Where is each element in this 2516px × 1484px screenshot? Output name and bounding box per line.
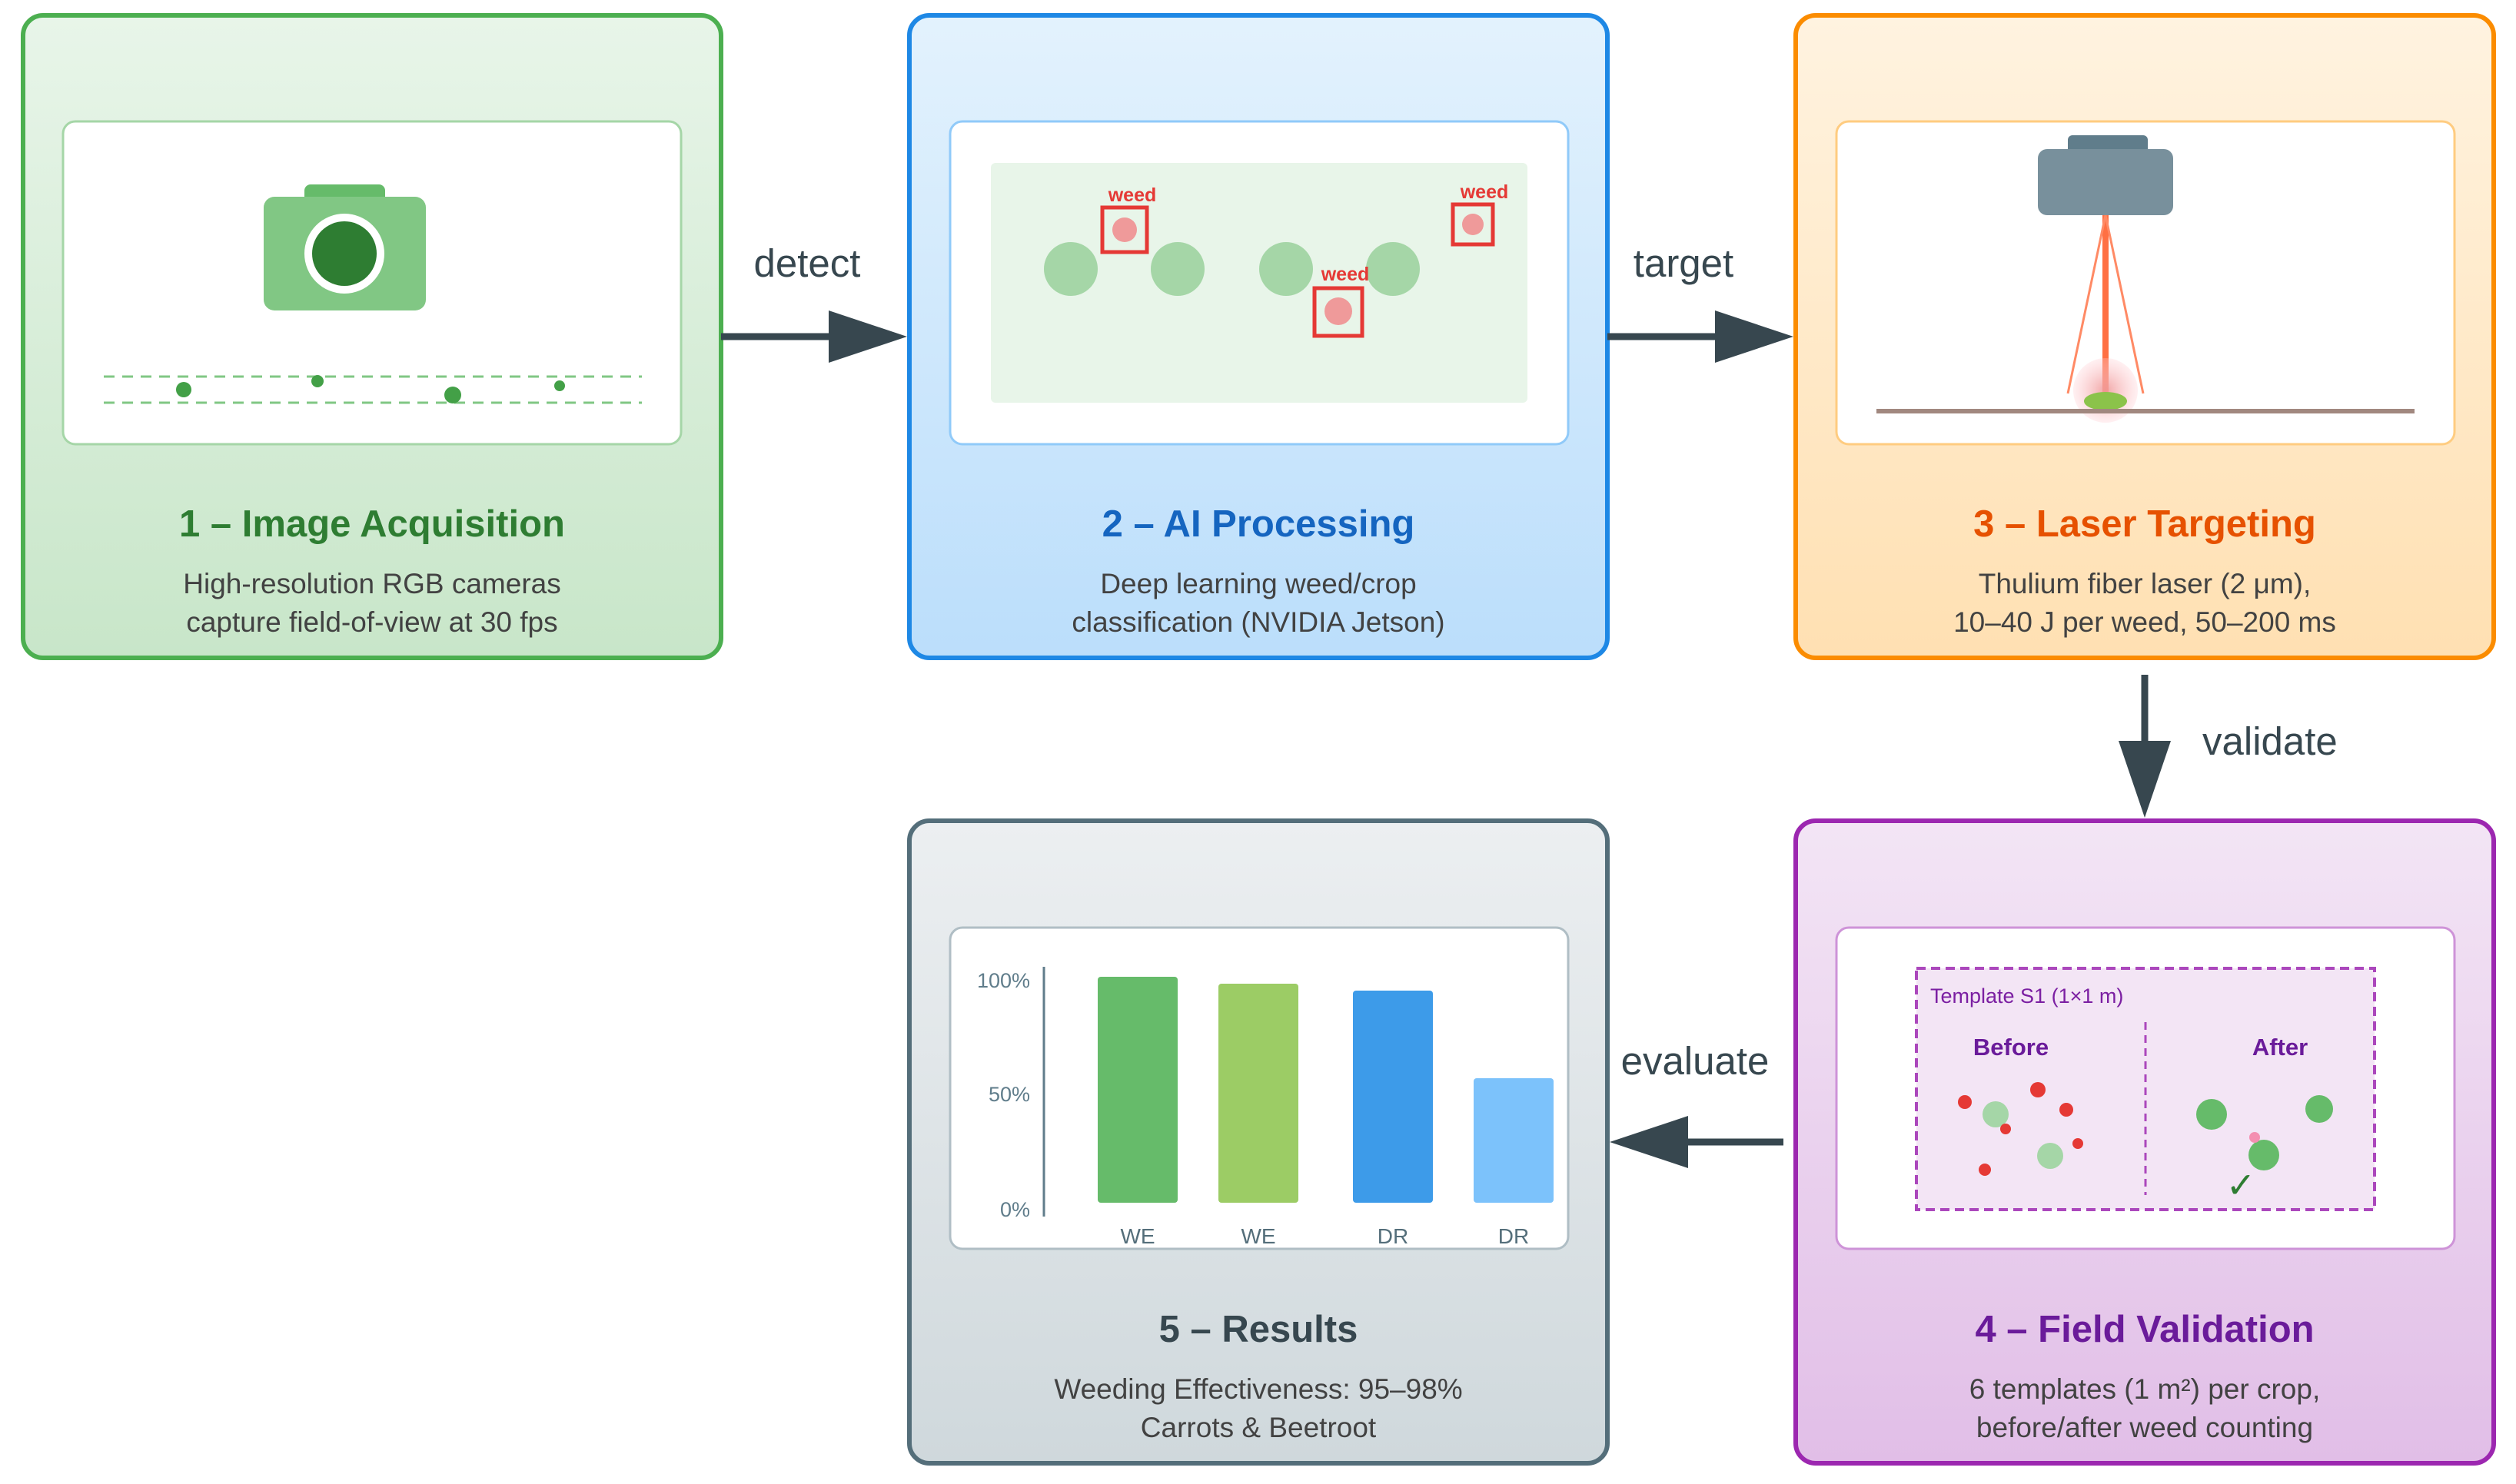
arrow-target: target bbox=[1607, 241, 1793, 363]
bars: WE WE DR DR bbox=[1098, 977, 1554, 1248]
stage-title: 5 – Results bbox=[1159, 1309, 1358, 1350]
x-tick-label: DR bbox=[1498, 1224, 1529, 1248]
camera-icon bbox=[264, 184, 426, 310]
results-bar-chart: 100% 50% 0% WE WE DR DR bbox=[977, 967, 1554, 1248]
x-tick-label: WE bbox=[1241, 1224, 1275, 1248]
crop-plant bbox=[1151, 242, 1205, 296]
crop-plant bbox=[1044, 242, 1098, 296]
bar bbox=[1098, 977, 1178, 1203]
stage-laser-targeting: 3 – Laser Targeting Thulium fiber laser … bbox=[1793, 13, 2496, 660]
stage-title: 2 – AI Processing bbox=[1102, 503, 1415, 545]
stage-desc-line2: before/after weed counting bbox=[1976, 1412, 2313, 1443]
bar bbox=[1474, 1078, 1554, 1203]
before-plot bbox=[1958, 1082, 2083, 1176]
crop-plant bbox=[1259, 242, 1313, 296]
stage-desc-line2: Carrots & Beetroot bbox=[1141, 1412, 1377, 1443]
y-tick-label: 0% bbox=[1000, 1198, 1030, 1221]
weed-detection-box: weed bbox=[1451, 181, 1509, 247]
laser-icon bbox=[2038, 135, 2173, 423]
weed-label: weed bbox=[1108, 184, 1157, 206]
stage-desc-line2: capture field-of-view at 30 fps bbox=[186, 606, 557, 638]
template-label: Template S1 (1×1 m) bbox=[1930, 984, 2123, 1008]
x-tick-label: DR bbox=[1378, 1224, 1408, 1248]
weed-detection-box: weed bbox=[1312, 264, 1370, 338]
stage-desc-line1: Weeding Effectiveness: 95–98% bbox=[1054, 1373, 1462, 1405]
stage-results: 100% 50% 0% WE WE DR DR 5 – Results Weeding… bbox=[907, 818, 1610, 1466]
before-label: Before bbox=[1973, 1034, 2049, 1061]
stage-image-acquisition: 1 – Image Acquisition High-resolution RG… bbox=[21, 13, 723, 660]
stage-desc-line1: High-resolution RGB cameras bbox=[183, 568, 560, 599]
stage-desc-line2: 10–40 J per weed, 50–200 ms bbox=[1953, 606, 2336, 638]
arrow-validate: validate bbox=[2119, 675, 2338, 818]
stage-title: 4 – Field Validation bbox=[1975, 1309, 2314, 1350]
weed-detection-box: weed bbox=[1100, 184, 1157, 254]
weed-label: weed bbox=[1321, 264, 1370, 285]
stage-desc-line1: Thulium fiber laser (2 μm), bbox=[1979, 568, 2312, 599]
bar bbox=[1353, 991, 1433, 1203]
crop-plant bbox=[1366, 242, 1420, 296]
stage-ai-processing: weed weed weed 2 – AI Processing Deep le… bbox=[907, 13, 1610, 660]
x-tick-label: WE bbox=[1120, 1224, 1155, 1248]
arrow-label: validate bbox=[2202, 719, 2338, 763]
arrow-detect: detect bbox=[721, 241, 907, 363]
stage-desc-line1: 6 templates (1 m²) per crop, bbox=[1969, 1373, 2320, 1405]
stage-title: 1 – Image Acquisition bbox=[179, 503, 565, 545]
stage-title: 3 – Laser Targeting bbox=[1973, 503, 2316, 545]
after-label: After bbox=[2252, 1034, 2308, 1061]
bar bbox=[1218, 984, 1298, 1203]
y-tick-label: 50% bbox=[989, 1083, 1030, 1106]
arrow-evaluate: evaluate bbox=[1610, 1039, 1783, 1168]
weed-label: weed bbox=[1460, 181, 1509, 203]
stage-desc-line1: Deep learning weed/crop bbox=[1100, 568, 1416, 599]
stage-desc-line2: classification (NVIDIA Jetson) bbox=[1072, 606, 1444, 638]
field-rows bbox=[104, 375, 642, 404]
arrow-label: detect bbox=[754, 241, 861, 285]
stage-panel bbox=[1835, 120, 2456, 446]
y-tick-label: 100% bbox=[977, 969, 1030, 992]
arrow-label: evaluate bbox=[1621, 1039, 1770, 1083]
after-plot: ✓ bbox=[2196, 1095, 2333, 1205]
check-mark: ✓ bbox=[2226, 1165, 2256, 1205]
stage-field-validation: Template S1 (1×1 m) Before After ✓ 4 – F… bbox=[1793, 818, 2496, 1466]
arrow-label: target bbox=[1634, 241, 1733, 285]
